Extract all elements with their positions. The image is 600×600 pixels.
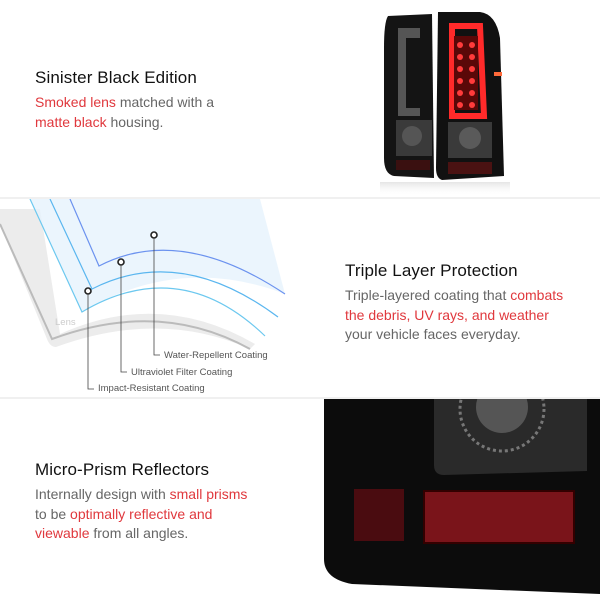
lens-label: Lens — [55, 317, 76, 328]
divider — [0, 197, 600, 199]
section-body: Smoked lens matched with a matte black h… — [35, 94, 214, 130]
layer-label-impact: Impact-Resistant Coating — [98, 383, 205, 394]
section-title: Micro-Prism Reflectors — [35, 460, 210, 479]
section-title: Triple Layer Protection — [345, 261, 518, 280]
section-body: Triple-layered coating that combats the … — [345, 287, 564, 342]
layer-label-water: Water-Repellent Coating — [164, 350, 268, 361]
divider — [0, 397, 600, 399]
section-micro-prism: Micro-Prism Reflectors Internally design… — [0, 399, 600, 600]
coating-layers-diagram: Lens Water-Repellent Coating Ultraviolet… — [0, 199, 286, 394]
tail-lights-product-image — [380, 12, 510, 196]
section-triple-layer: Lens Water-Repellent Coating Ultraviolet… — [0, 199, 600, 397]
section-title: Sinister Black Edition — [35, 68, 197, 87]
reflector-closeup-image — [324, 399, 600, 594]
section-sinister-black: Sinister Black Edition Smoked lens match… — [0, 0, 600, 198]
layer-label-uv: Ultraviolet Filter Coating — [131, 367, 232, 378]
section-body: Internally design with small prisms to b… — [35, 486, 248, 541]
